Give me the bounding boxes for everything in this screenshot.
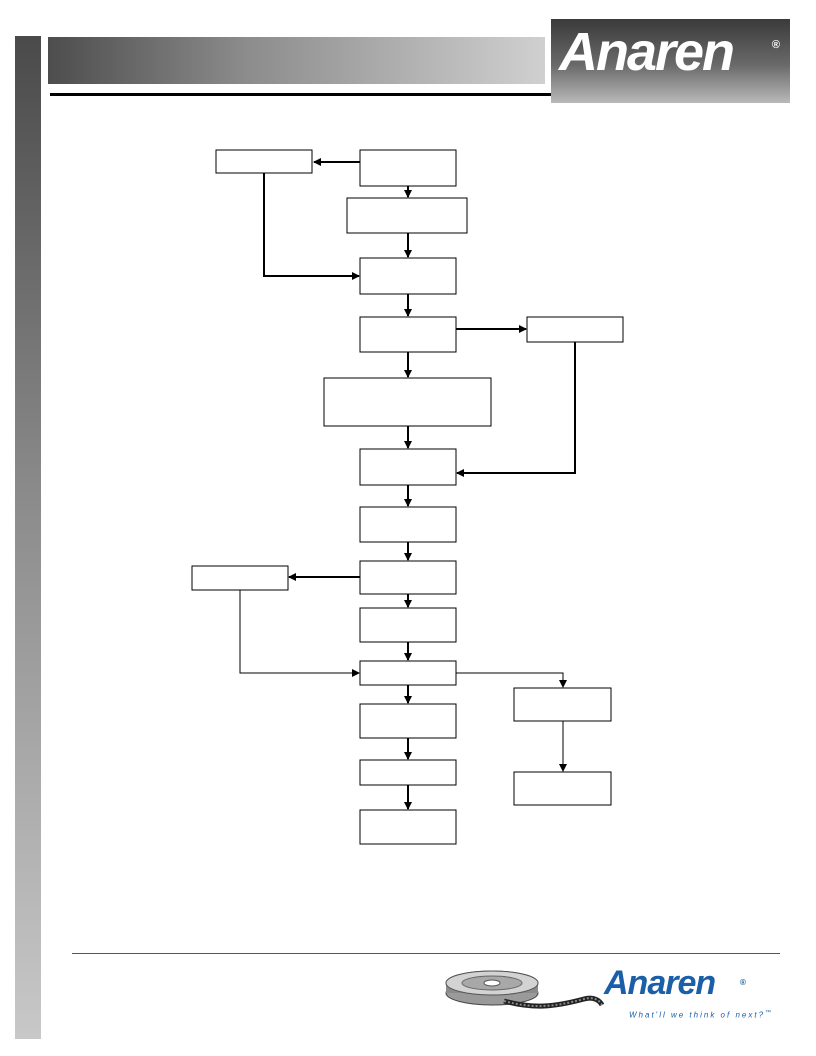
footer-logo-text: Anaren xyxy=(604,964,716,1002)
flow-box-16 xyxy=(359,759,457,786)
flow-box-04 xyxy=(359,257,457,295)
flow-box-18 xyxy=(359,809,457,845)
flow-box-02 xyxy=(359,149,457,187)
arrow-06-to-08 xyxy=(456,342,576,477)
arrow-01-to-04 xyxy=(263,173,360,280)
footer-tagline-mark: ™ xyxy=(765,1010,774,1016)
flow-box-07 xyxy=(323,377,492,427)
arrow-13-to-15 xyxy=(456,672,567,688)
flow-box-06 xyxy=(526,316,624,343)
footer-tagline: What'll we think of next?™ xyxy=(629,1010,773,1020)
side-gradient-bar xyxy=(15,36,41,1039)
flow-box-11 xyxy=(359,560,457,595)
flow-box-13 xyxy=(359,660,457,686)
flow-box-17 xyxy=(513,771,612,806)
flow-box-09 xyxy=(359,506,457,543)
flow-box-01 xyxy=(215,149,313,174)
flow-box-08 xyxy=(359,448,457,486)
header-gradient-band xyxy=(48,37,545,84)
flow-box-12 xyxy=(359,607,457,643)
footer-registered-mark: ® xyxy=(740,978,746,987)
header-logo-text: Anaren xyxy=(559,22,735,82)
flow-box-03 xyxy=(346,197,468,234)
flow-box-05 xyxy=(359,316,457,353)
header-logo: Anaren ® xyxy=(551,19,790,103)
flow-box-10 xyxy=(191,565,289,591)
header-registered-mark: ® xyxy=(771,39,780,51)
flow-box-14 xyxy=(359,703,457,739)
tape-reel-icon xyxy=(445,970,605,1009)
footer-rule xyxy=(72,953,780,954)
header-rule xyxy=(50,93,790,96)
flow-box-15 xyxy=(513,687,612,722)
arrow-10-to-13 xyxy=(239,590,360,677)
footer-tagline-text: What'll we think of next? xyxy=(629,1010,766,1020)
